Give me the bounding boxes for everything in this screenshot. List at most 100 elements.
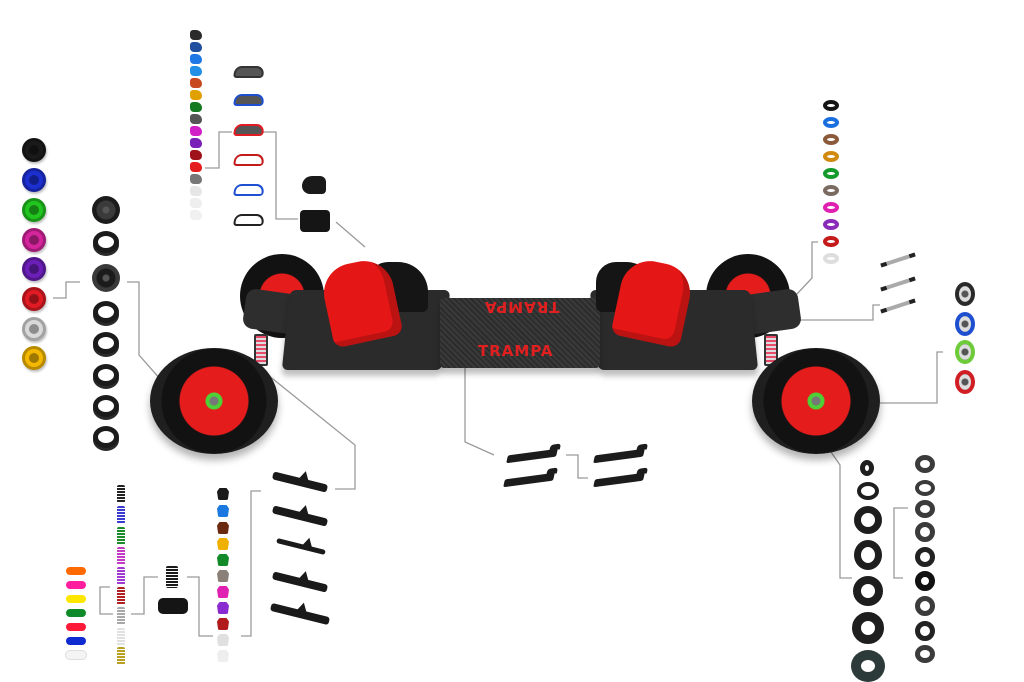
pivot-color-option[interactable] [217, 618, 229, 630]
inner-tube-option[interactable] [915, 645, 935, 663]
tyre-option-selected[interactable] [853, 576, 883, 606]
truck-option[interactable] [276, 538, 326, 555]
tyre-option[interactable] [854, 540, 882, 570]
tyre-option[interactable] [857, 482, 879, 500]
hub-insert-option[interactable] [93, 332, 119, 354]
axle-bolt-option[interactable] [880, 252, 916, 268]
spring-color-option[interactable] [117, 485, 125, 503]
spring-color-option[interactable] [117, 547, 125, 565]
connector-color-option[interactable] [190, 210, 202, 220]
inner-tube-option[interactable] [915, 571, 935, 591]
connector-color-option[interactable] [190, 30, 202, 40]
axle-bolt-option-selected[interactable] [880, 298, 916, 314]
connector-color-option[interactable] [190, 66, 202, 76]
bushing-color-option[interactable] [66, 609, 86, 617]
front-right-wheel[interactable] [752, 348, 880, 454]
bearing-option-selected[interactable] [955, 340, 975, 364]
connector-color-option[interactable] [190, 114, 202, 124]
damper-sleeve-option[interactable] [158, 598, 188, 614]
washer-color-option[interactable] [823, 202, 839, 213]
washer-color-option[interactable] [823, 253, 839, 264]
tyre-option[interactable] [852, 612, 884, 644]
inner-tube-option[interactable] [915, 596, 935, 616]
connector-color-option[interactable] [190, 54, 202, 64]
heel-cup-option[interactable] [302, 176, 326, 194]
pivot-color-option[interactable] [217, 570, 229, 582]
truck-option[interactable] [271, 571, 329, 593]
hub-color-option[interactable] [22, 168, 46, 192]
tyre-option[interactable] [851, 650, 885, 682]
connector-color-option-selected[interactable] [190, 162, 202, 172]
pivot-color-option[interactable] [217, 586, 229, 598]
heel-ratchet-option-selected[interactable] [300, 210, 330, 232]
strap-option[interactable] [232, 214, 266, 226]
pivot-color-option[interactable] [217, 650, 229, 662]
tyre-option[interactable] [860, 460, 874, 476]
connector-color-option[interactable] [190, 138, 202, 148]
hub-option[interactable] [92, 196, 120, 224]
washer-color-option[interactable] [823, 117, 839, 128]
shock-spring-option[interactable] [166, 566, 178, 588]
hub-color-option[interactable] [22, 228, 46, 252]
connector-color-option[interactable] [190, 90, 202, 100]
connector-color-option[interactable] [190, 42, 202, 52]
pivot-color-option[interactable] [217, 505, 229, 517]
truck-option[interactable] [271, 505, 329, 527]
truck-option[interactable] [269, 602, 331, 626]
pivot-color-option[interactable] [217, 602, 229, 614]
footplate-option[interactable] [503, 472, 555, 488]
pivot-color-option[interactable] [217, 538, 229, 550]
deck[interactable]: TRAMPA TRAMPA [440, 298, 600, 368]
pivot-color-option[interactable] [217, 522, 229, 534]
pivot-color-option[interactable] [217, 554, 229, 566]
connector-color-option[interactable] [190, 174, 202, 184]
connector-color-option[interactable] [190, 78, 202, 88]
strap-option-selected[interactable] [232, 124, 266, 136]
spring-color-option[interactable] [117, 527, 125, 545]
hub-insert-option[interactable] [93, 395, 119, 417]
bearing-option[interactable] [955, 370, 975, 394]
bushing-color-option[interactable] [66, 581, 86, 589]
footplate-option[interactable] [593, 448, 645, 464]
hub-insert-option[interactable] [93, 426, 119, 448]
bushing-color-option[interactable] [66, 637, 86, 645]
spring-color-option-selected[interactable] [117, 607, 125, 625]
washer-color-option-selected[interactable] [823, 236, 839, 247]
bushing-color-option[interactable] [66, 623, 86, 631]
truck-option[interactable] [271, 471, 329, 493]
axle-bolt-option[interactable] [880, 276, 916, 292]
bushing-color-option[interactable] [66, 595, 86, 603]
hub-insert-option[interactable] [93, 301, 119, 323]
inner-tube-option-selected[interactable] [915, 500, 935, 518]
washer-color-option[interactable] [823, 151, 839, 162]
washer-color-option[interactable] [823, 134, 839, 145]
front-left-wheel[interactable] [150, 348, 278, 454]
inner-tube-option[interactable] [915, 455, 935, 473]
spring-color-option[interactable] [117, 567, 125, 585]
connector-color-option[interactable] [190, 102, 202, 112]
spring-color-option[interactable] [117, 506, 125, 524]
inner-tube-option[interactable] [915, 547, 935, 567]
hub-color-option[interactable] [22, 138, 46, 162]
pivot-color-option-selected[interactable] [217, 634, 229, 646]
washer-color-option[interactable] [823, 100, 839, 111]
spring-color-option[interactable] [117, 628, 125, 646]
hub-option-selected[interactable] [92, 264, 120, 292]
connector-color-option[interactable] [190, 186, 202, 196]
strap-option[interactable] [232, 184, 266, 196]
washer-color-option[interactable] [823, 185, 839, 196]
washer-color-option[interactable] [823, 168, 839, 179]
strap-option[interactable] [232, 154, 266, 166]
bearing-option[interactable] [955, 312, 975, 336]
hub-color-option-selected[interactable] [22, 287, 46, 311]
hub-color-option[interactable] [22, 317, 46, 341]
tyre-option[interactable] [854, 506, 882, 534]
washer-color-option[interactable] [823, 219, 839, 230]
strap-option[interactable] [232, 94, 266, 106]
bearing-option[interactable] [955, 282, 975, 306]
inner-tube-option[interactable] [915, 621, 935, 641]
hub-insert-option[interactable] [93, 364, 119, 386]
hub-color-option[interactable] [22, 257, 46, 281]
strap-option[interactable] [232, 66, 266, 78]
footplate-option-selected[interactable] [506, 448, 558, 464]
